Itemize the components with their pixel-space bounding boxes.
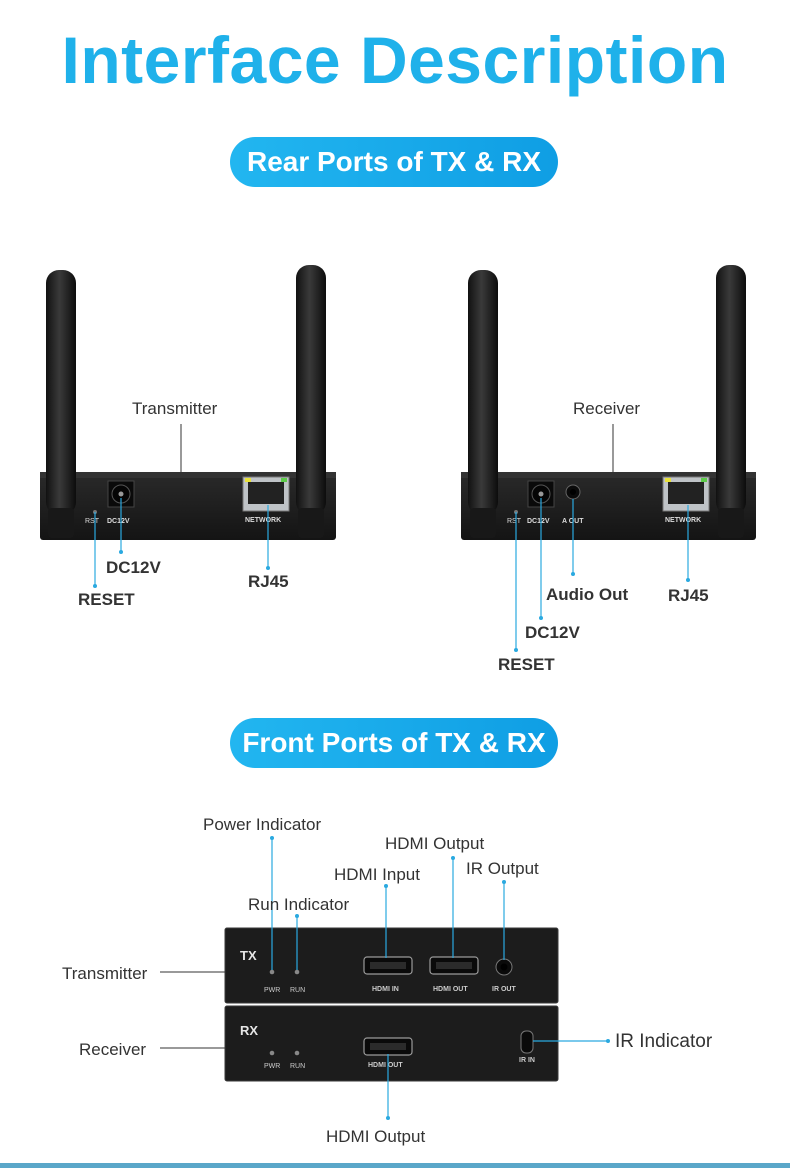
tx-dc12v-label: DC12V bbox=[106, 558, 161, 577]
rx-right-antenna bbox=[716, 265, 746, 538]
tx-ir-out-text: IR OUT bbox=[492, 986, 516, 993]
run-indicator-label: Run Indicator bbox=[248, 895, 350, 914]
power-indicator-label: Power Indicator bbox=[203, 815, 322, 834]
rx-hdmi-out-text: HDMI OUT bbox=[368, 1062, 403, 1069]
rx-front-device bbox=[224, 1005, 559, 1082]
rx-ir-in-text: IR IN bbox=[519, 1057, 535, 1064]
tx-tag: TX bbox=[240, 948, 257, 963]
tx-dc-text: DC12V bbox=[107, 518, 130, 525]
rx-reset-label: RESET bbox=[498, 655, 555, 674]
rx-tag: RX bbox=[240, 1023, 258, 1038]
tx-right-antenna bbox=[296, 265, 326, 538]
tx-rear-name: Transmitter bbox=[132, 399, 218, 418]
rx-audio-out-label: Audio Out bbox=[546, 585, 629, 604]
tx-reset-label: RESET bbox=[78, 590, 135, 609]
hdmi-output-bottom-label: HDMI Output bbox=[326, 1127, 426, 1146]
tx-network-text: NETWORK bbox=[245, 517, 281, 524]
hdmi-output-top-label: HDMI Output bbox=[385, 834, 485, 853]
hdmi-input-label: HDMI Input bbox=[334, 865, 420, 884]
rx-left-antenna bbox=[468, 270, 498, 538]
rx-rst-text: RST bbox=[507, 518, 522, 525]
tx-rj45-label: RJ45 bbox=[248, 572, 289, 591]
page-title: Interface Description bbox=[61, 23, 729, 97]
front-ports-heading: Front Ports of TX & RX bbox=[230, 718, 558, 768]
front-transmitter-label: Transmitter bbox=[62, 964, 148, 983]
rx-rj45-label: RJ45 bbox=[668, 586, 709, 605]
tx-hdmi-in-text: HDMI IN bbox=[372, 986, 399, 993]
front-receiver-label: Receiver bbox=[79, 1040, 147, 1059]
rx-pwr-text: PWR bbox=[264, 1063, 280, 1070]
tx-front-device bbox=[224, 927, 559, 1004]
rear-ports-heading: Rear Ports of TX & RX bbox=[230, 137, 558, 187]
ir-output-label: IR Output bbox=[466, 859, 539, 878]
tx-rst-text: RST bbox=[85, 518, 100, 525]
rx-run-text: RUN bbox=[290, 1063, 305, 1070]
tx-left-antenna bbox=[46, 270, 76, 538]
ir-indicator-label: IR Indicator bbox=[615, 1031, 713, 1052]
tx-rear-device bbox=[40, 265, 336, 540]
tx-pwr-text: PWR bbox=[264, 987, 280, 994]
rx-network-text: NETWORK bbox=[665, 517, 701, 524]
bottom-divider bbox=[0, 1163, 790, 1168]
rx-dc12v-label: DC12V bbox=[525, 623, 580, 642]
tx-run-text: RUN bbox=[290, 987, 305, 994]
tx-hdmi-out-text: HDMI OUT bbox=[433, 986, 468, 993]
rx-rear-device bbox=[461, 265, 756, 540]
rx-rear-name: Receiver bbox=[573, 399, 641, 418]
rx-dc-text: DC12V bbox=[527, 518, 550, 525]
